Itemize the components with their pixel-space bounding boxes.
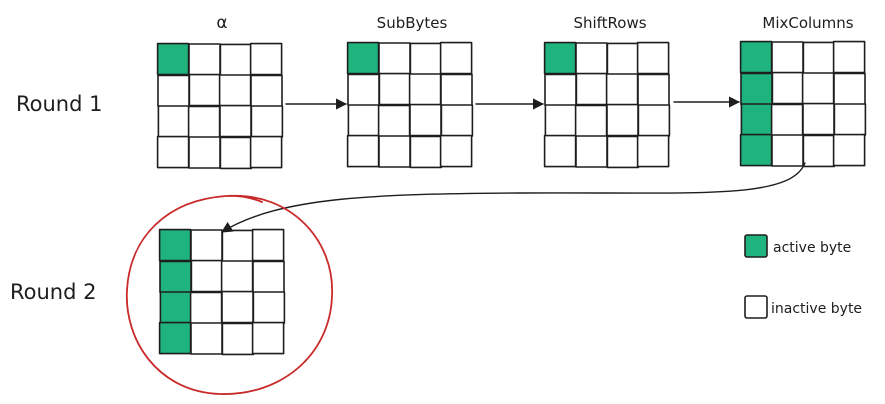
- state-byte-active: [159, 260, 192, 294]
- state-byte-inactive: [221, 322, 255, 356]
- state-byte-inactive: [346, 134, 380, 168]
- state-byte-inactive: [251, 228, 285, 262]
- state-byte-inactive: [543, 134, 577, 168]
- state-byte-active: [740, 72, 773, 106]
- state-byte-inactive: [347, 73, 380, 107]
- state-byte-inactive: [606, 42, 640, 76]
- state-byte-inactive: [156, 135, 190, 169]
- state-byte-inactive: [636, 134, 670, 168]
- state-byte-inactive: [802, 134, 836, 168]
- state-byte-active: [739, 133, 773, 167]
- state-byte-inactive: [409, 42, 443, 76]
- state-byte-inactive: [439, 134, 473, 168]
- state-byte-inactive: [637, 73, 670, 107]
- state-byte-inactive: [377, 104, 411, 138]
- state-byte-inactive: [833, 103, 867, 136]
- state-byte-inactive: [802, 41, 836, 75]
- round-2-label: Round 2: [10, 280, 96, 304]
- state-grid-shiftrows: [543, 41, 671, 169]
- state-byte-inactive: [251, 321, 285, 355]
- legend-active-label: active byte: [773, 240, 851, 256]
- state-byte-inactive: [440, 104, 474, 137]
- state-byte-inactive: [189, 291, 223, 325]
- state-byte-inactive: [190, 322, 223, 355]
- state-byte-active: [159, 291, 193, 324]
- state-byte-inactive: [408, 73, 442, 106]
- state-byte-inactive: [378, 42, 411, 75]
- state-byte-active: [543, 41, 577, 75]
- state-byte-inactive: [219, 136, 253, 170]
- state-byte-inactive: [190, 229, 223, 262]
- state-byte-inactive: [440, 73, 473, 107]
- state-byte-inactive: [250, 74, 283, 108]
- state-grid-subbytes: [346, 41, 474, 169]
- state-byte-inactive: [575, 135, 608, 168]
- grid-title-alpha: α: [216, 13, 227, 33]
- state-byte-inactive: [218, 74, 252, 107]
- state-byte-active: [739, 40, 773, 74]
- state-byte-active: [740, 103, 774, 136]
- state-byte-inactive: [574, 104, 608, 138]
- state-byte-inactive: [378, 135, 411, 168]
- state-byte-inactive: [347, 104, 381, 137]
- state-byte-inactive: [220, 260, 254, 293]
- state-byte-inactive: [157, 74, 190, 108]
- state-byte-inactive: [832, 40, 866, 74]
- state-byte-inactive: [187, 105, 221, 139]
- state-grid-round2: [158, 228, 286, 356]
- state-byte-inactive: [544, 73, 577, 107]
- state-byte-inactive: [188, 73, 222, 107]
- state-byte-inactive: [575, 42, 608, 75]
- state-byte-inactive: [802, 102, 835, 136]
- state-byte-inactive: [219, 43, 253, 77]
- state-byte-active: [158, 228, 192, 262]
- state-byte-inactive: [801, 72, 835, 105]
- state-byte-inactive: [409, 103, 442, 137]
- state-byte-inactive: [378, 72, 412, 106]
- state-byte-active: [156, 42, 190, 76]
- state-byte-inactive: [188, 136, 221, 169]
- state-byte-inactive: [249, 42, 283, 76]
- state-byte-inactive: [250, 105, 284, 138]
- arrow-mixcolumns-to-round2: [221, 162, 806, 233]
- state-byte-inactive: [832, 133, 866, 167]
- legend: active byte inactive byte: [744, 234, 862, 319]
- grid-title-mixcolumns: MixColumns: [762, 14, 853, 32]
- state-byte-inactive: [219, 104, 252, 138]
- state-byte-inactive: [157, 105, 191, 138]
- state-byte-inactive: [833, 72, 866, 106]
- state-byte-active: [346, 41, 380, 75]
- state-byte-inactive: [544, 104, 578, 137]
- highlight-circle: [126, 194, 333, 395]
- state-byte-inactive: [771, 71, 805, 105]
- state-byte-active: [158, 321, 192, 355]
- state-byte-inactive: [770, 103, 804, 137]
- state-byte-inactive: [439, 41, 473, 75]
- state-byte-inactive: [221, 290, 254, 324]
- state-byte-inactive: [221, 229, 255, 263]
- legend-inactive-swatch: [744, 295, 768, 319]
- state-byte-inactive: [606, 103, 639, 137]
- state-byte-inactive: [771, 134, 804, 167]
- state-byte-inactive: [637, 104, 671, 137]
- state-byte-inactive: [605, 73, 639, 106]
- state-byte-inactive: [190, 259, 224, 293]
- legend-inactive-label: inactive byte: [771, 301, 862, 317]
- state-byte-inactive: [771, 41, 804, 74]
- state-byte-inactive: [188, 43, 221, 76]
- grid-title-shiftrows: ShiftRows: [573, 14, 646, 32]
- state-grid-alpha: [156, 42, 284, 170]
- state-grid-mixcolumns: [739, 40, 867, 168]
- state-byte-inactive: [606, 135, 640, 169]
- state-byte-inactive: [252, 291, 286, 324]
- state-byte-inactive: [409, 135, 443, 169]
- legend-active-swatch: [744, 234, 768, 258]
- state-byte-inactive: [636, 41, 670, 75]
- state-byte-inactive: [249, 135, 283, 169]
- state-byte-inactive: [252, 260, 285, 294]
- grid-title-subbytes: SubBytes: [377, 14, 448, 32]
- round-1-label: Round 1: [16, 92, 102, 116]
- state-byte-inactive: [575, 72, 609, 106]
